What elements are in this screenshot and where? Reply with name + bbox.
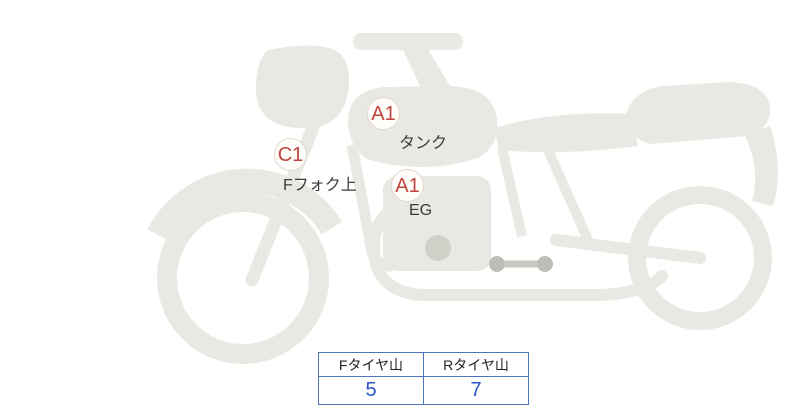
tire-tread-table: Fタイヤ山 Rタイヤ山 5 7 [318, 352, 529, 405]
tire-table-value-row: 5 7 [318, 376, 529, 405]
steering-stem [402, 46, 450, 94]
rear-tire-value: 7 [423, 376, 529, 405]
marker-front-fork-label: Fフォク上 [283, 177, 357, 194]
swingarm [550, 234, 706, 264]
marker-tank-code: A1 [371, 102, 396, 125]
marker-engine: A1 [391, 169, 424, 202]
rear-shock [543, 147, 593, 243]
rear-tire-header: Rタイヤ山 [423, 352, 529, 377]
rear-fender [744, 126, 778, 206]
front-tire-header: Fタイヤ山 [318, 352, 424, 377]
marker-engine-label: EG [409, 202, 433, 219]
marker-front-fork-code: C1 [277, 143, 304, 166]
exhaust-pipe [367, 204, 668, 301]
front-wheel [157, 192, 329, 364]
marker-engine-code: A1 [395, 174, 420, 197]
handlebar-headlight [255, 45, 349, 128]
fuel-tank [348, 86, 498, 167]
footpeg-assembly [489, 256, 553, 272]
engine-cover-detail [425, 235, 451, 261]
front-tire-value: 5 [318, 376, 424, 405]
tail-cowl [626, 82, 771, 144]
seat [494, 113, 638, 153]
front-fender [147, 168, 343, 241]
tire-table-header-row: Fタイヤ山 Rタイヤ山 [318, 352, 529, 377]
marker-tank-label: タンク [399, 135, 448, 152]
marker-front-fork: C1 [274, 138, 307, 171]
marker-tank: A1 [367, 97, 400, 130]
rear-wheel [628, 186, 772, 330]
seat-rail [497, 146, 527, 238]
handlebar [353, 33, 463, 50]
